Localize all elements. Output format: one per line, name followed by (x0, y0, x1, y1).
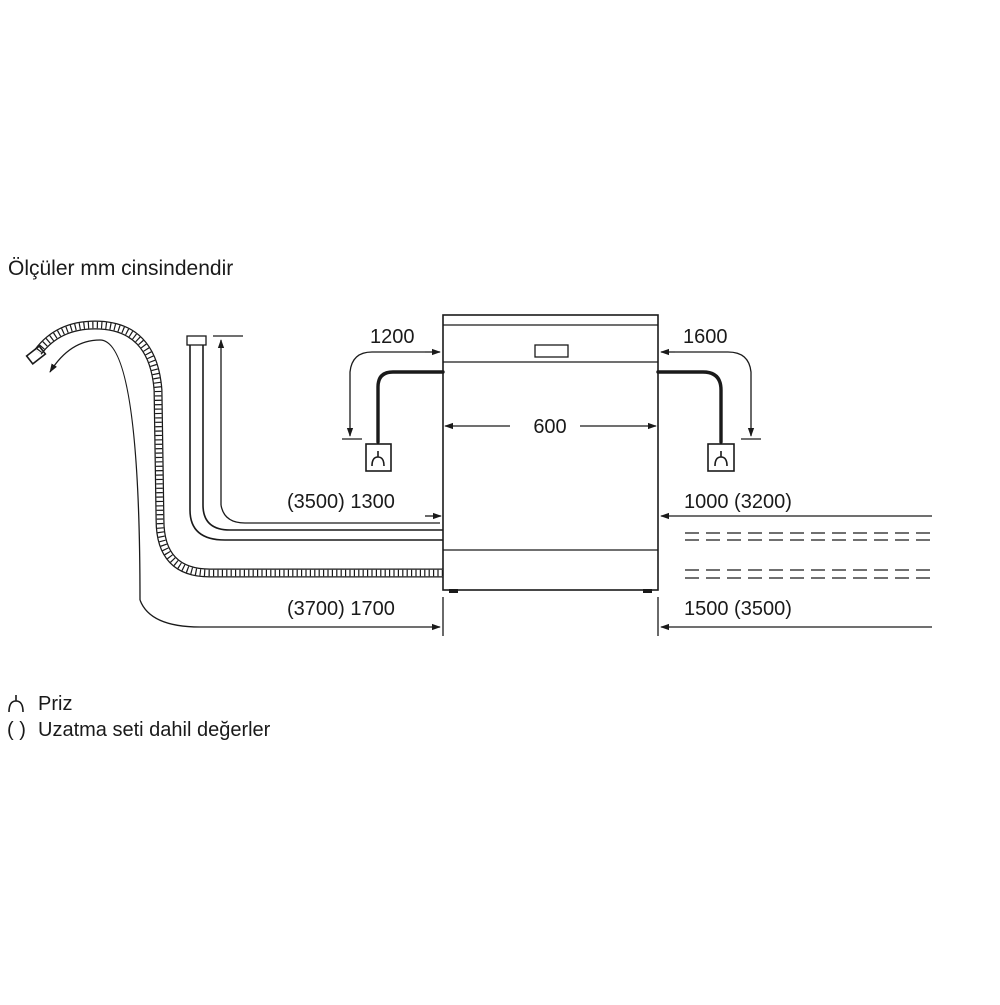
width-dimension: 600 (444, 416, 657, 438)
right-drain-dimension: 1500 (3500) (660, 598, 932, 631)
arrow-icon (346, 351, 425, 437)
drain-right-length: 1500 (3500) (684, 598, 792, 620)
drain-hose-end-fitting (25, 345, 47, 365)
power-right-length: 1000 (3200) (684, 491, 792, 513)
right-drain-length: 1600 (683, 326, 728, 348)
left-supply-length: 1200 (370, 326, 415, 348)
socket-icon (365, 443, 392, 472)
units-note: Ölçüler mm cinsindendir (8, 257, 233, 280)
power-left-length: (3500) 1300 (287, 491, 395, 513)
tap-connector (186, 335, 207, 346)
legend-socket-label: Priz (38, 693, 72, 715)
legend-parenthesis-label: Uzatma seti dahil değerler (38, 719, 271, 741)
socket-icon (707, 443, 735, 472)
arrow-icon (675, 351, 755, 437)
legend-parenthesis-symbol: ( ) (7, 719, 26, 741)
legend: Priz ( ) Uzatma seti dahil değerler (7, 693, 271, 741)
drain-hose: (3700) 1700 (25, 320, 443, 631)
right-power-dimension: 1000 (3200) (660, 491, 932, 579)
supply-hose: (3500) 1300 (186, 335, 443, 541)
control-panel-display (534, 344, 569, 358)
drain-left-length: (3700) 1700 (287, 598, 395, 620)
width-label: 600 (533, 416, 566, 438)
arrow-icon (49, 339, 141, 601)
left-supply-connection: 1200 (342, 326, 445, 472)
foot-right (643, 589, 652, 593)
foot-left (449, 589, 458, 593)
socket-icon (8, 695, 24, 713)
dishwasher-appliance (442, 314, 659, 593)
right-drain-connection: 1600 (656, 326, 761, 472)
